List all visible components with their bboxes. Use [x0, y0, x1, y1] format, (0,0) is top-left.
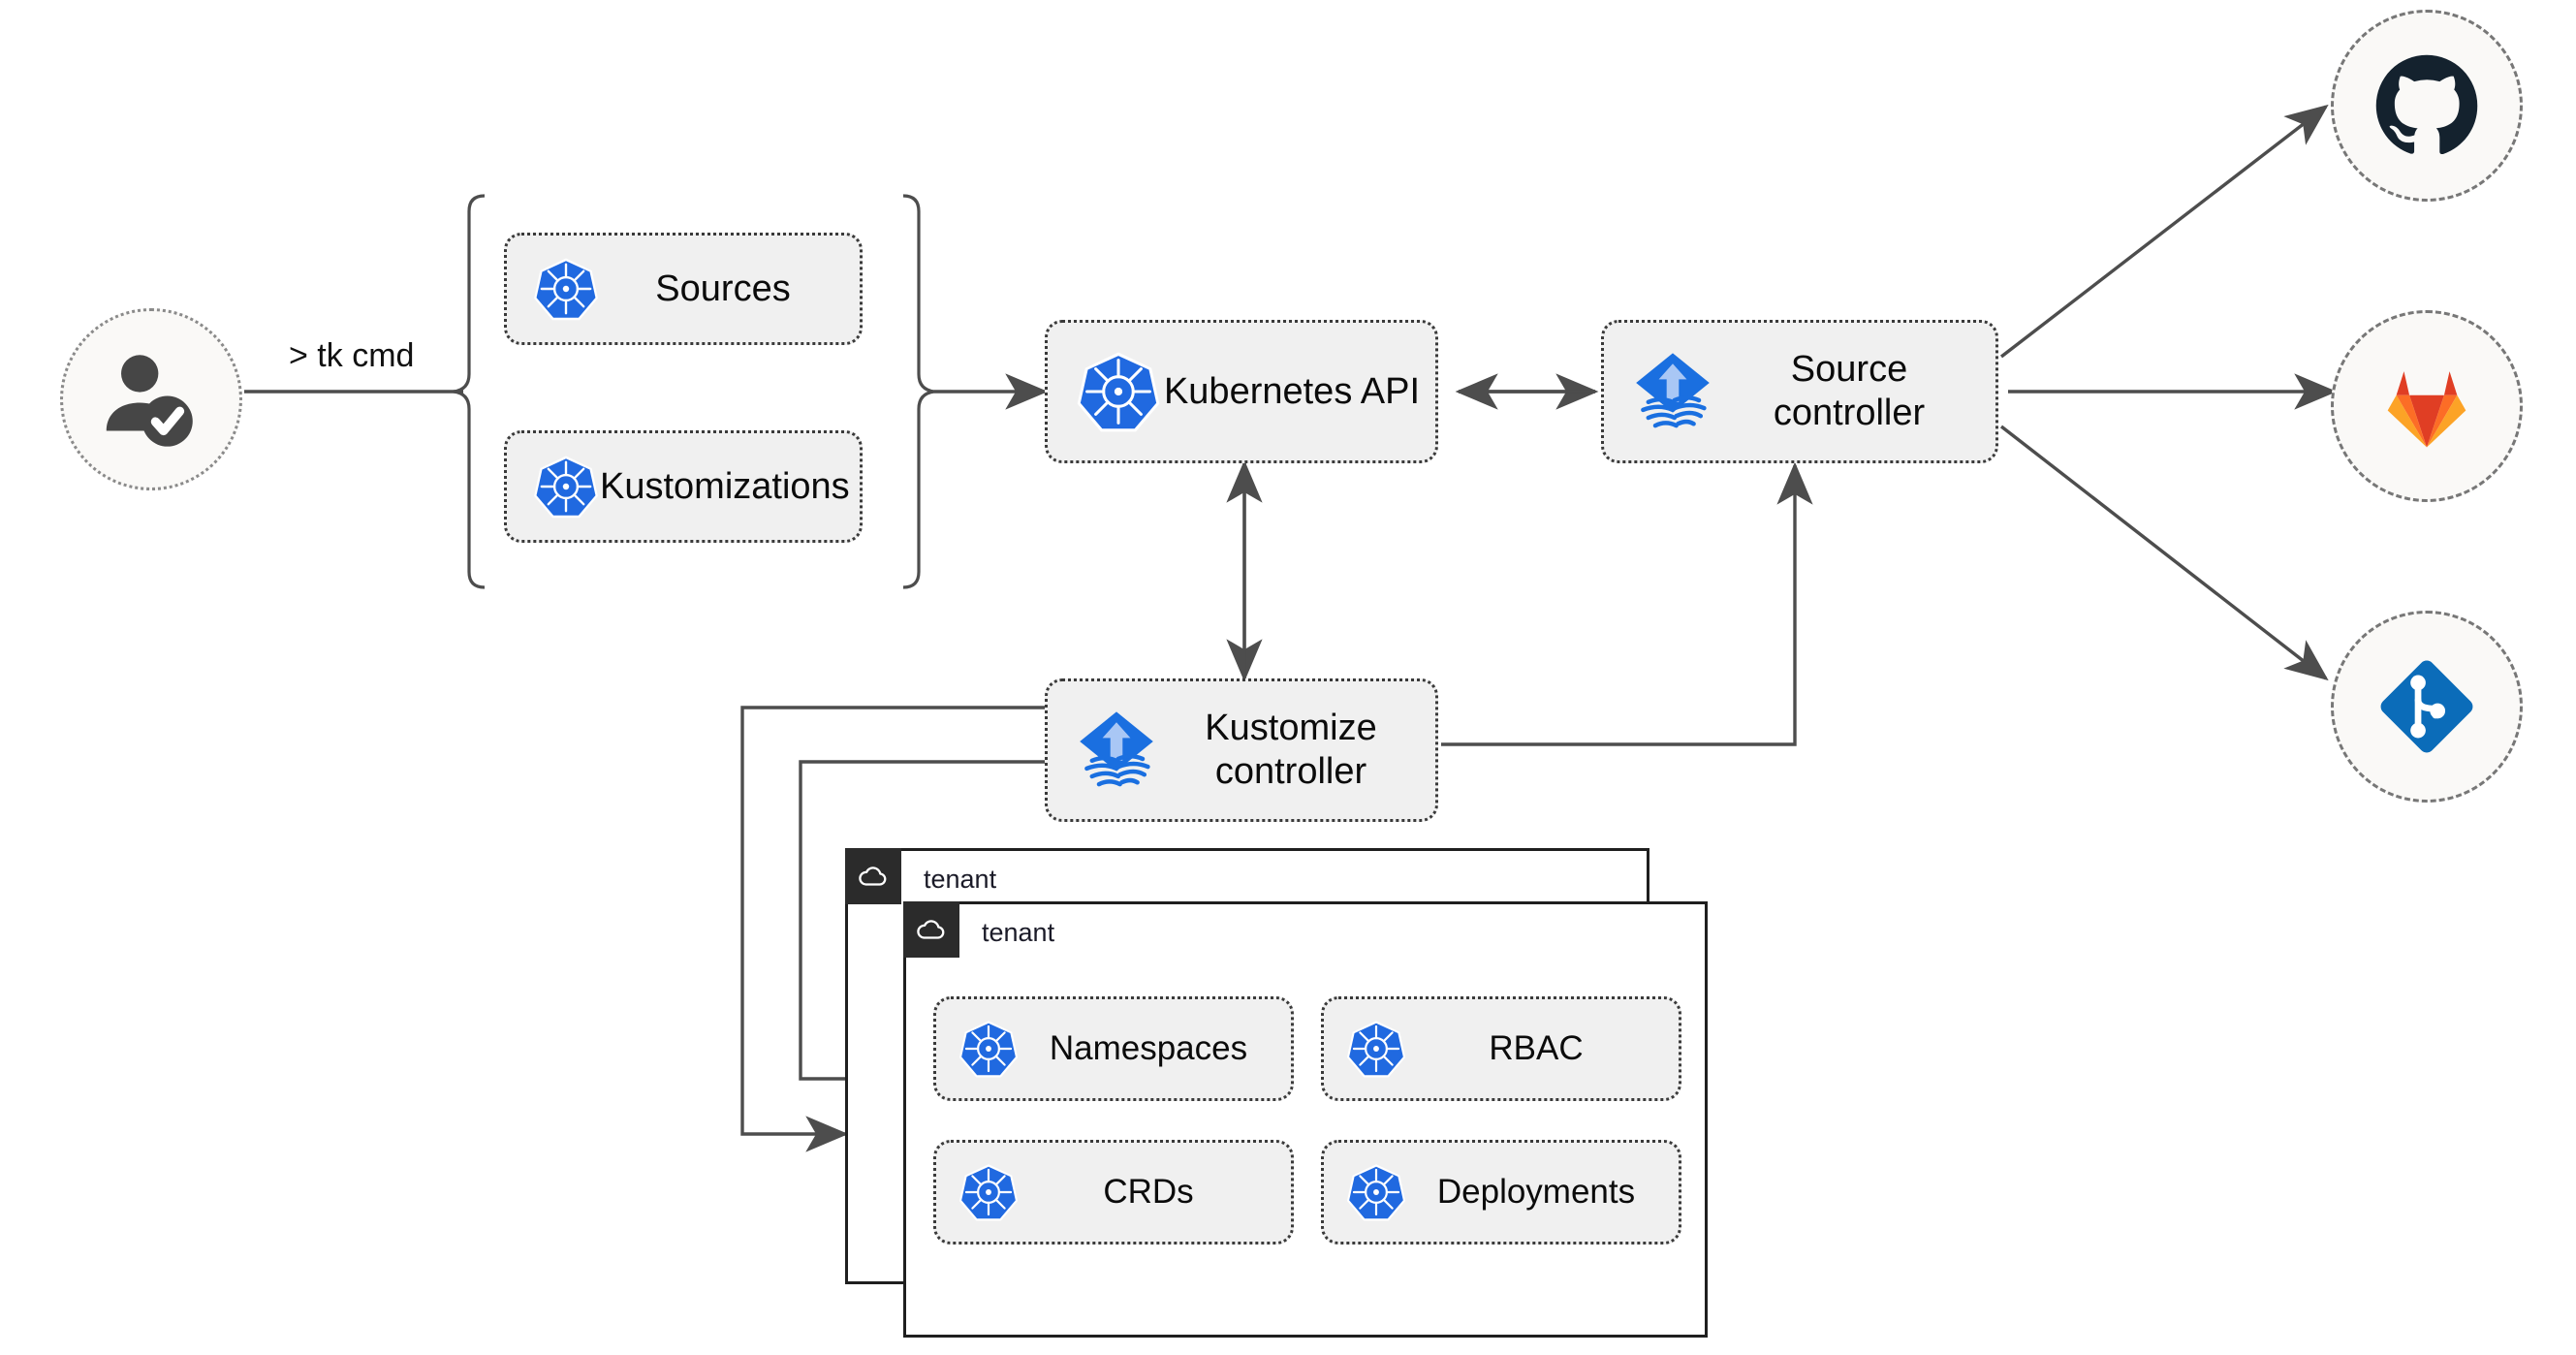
provider-github[interactable]: [2331, 10, 2523, 202]
provider-azure-devops-git[interactable]: [2331, 611, 2523, 803]
node-label: Kustomizations: [600, 465, 850, 507]
command-label: > tk cmd: [289, 337, 415, 374]
kubernetes-icon: [1345, 1018, 1407, 1080]
node-deployments[interactable]: Deployments: [1321, 1140, 1681, 1245]
node-sources[interactable]: Sources: [504, 233, 863, 345]
node-kubernetes-api[interactable]: Kubernetes API: [1045, 320, 1438, 463]
user-verified-icon: [106, 355, 193, 447]
kubernetes-icon: [1075, 348, 1162, 435]
wire-source-to-azure-git: [1999, 425, 2329, 681]
tenant-title-1: tenant: [924, 865, 997, 894]
kubernetes-icon: [958, 1161, 1020, 1223]
cloud-icon: [859, 867, 887, 886]
node-label: CRDs: [1103, 1173, 1194, 1212]
cloud-badge-1: [845, 848, 901, 904]
wire-kustomize-to-source: [1441, 461, 1813, 746]
node-rbac[interactable]: RBAC: [1321, 996, 1681, 1101]
node-namespaces[interactable]: Namespaces: [933, 996, 1294, 1101]
node-label: Kustomize controller: [1205, 708, 1377, 792]
flux-icon: [1629, 348, 1716, 435]
azure-devops-git-icon: [2380, 660, 2473, 753]
provider-gitlab[interactable]: [2331, 310, 2523, 502]
github-icon: [2375, 54, 2478, 155]
cloud-icon: [917, 920, 945, 939]
kubernetes-icon: [1345, 1161, 1407, 1223]
node-label: Kubernetes API: [1163, 370, 1421, 412]
gitlab-icon: [2387, 371, 2466, 448]
node-label: Source controller: [1773, 349, 1926, 433]
tenant-cluster-2: tenant Namespaces: [903, 901, 1708, 1338]
brace-right: [902, 194, 935, 589]
actor-avatar: [60, 308, 242, 490]
kubernetes-icon: [958, 1018, 1020, 1080]
node-label: Deployments: [1436, 1173, 1636, 1212]
flux-icon: [1073, 707, 1160, 794]
cloud-badge-2: [903, 901, 959, 958]
node-kustomizations[interactable]: Kustomizations: [504, 430, 863, 543]
node-label: Sources: [655, 268, 791, 309]
node-label: Namespaces: [1049, 1029, 1248, 1068]
node-kustomize-controller[interactable]: Kustomize controller: [1045, 678, 1438, 822]
tenant-title-2: tenant: [982, 918, 1055, 947]
kubernetes-icon: [532, 255, 600, 323]
node-source-controller[interactable]: Source controller: [1601, 320, 1998, 463]
kubernetes-icon: [532, 453, 600, 520]
node-crds[interactable]: CRDs: [933, 1140, 1294, 1245]
brace-left: [453, 194, 486, 589]
wire-source-to-github: [1999, 104, 2329, 359]
node-label: RBAC: [1489, 1029, 1584, 1068]
